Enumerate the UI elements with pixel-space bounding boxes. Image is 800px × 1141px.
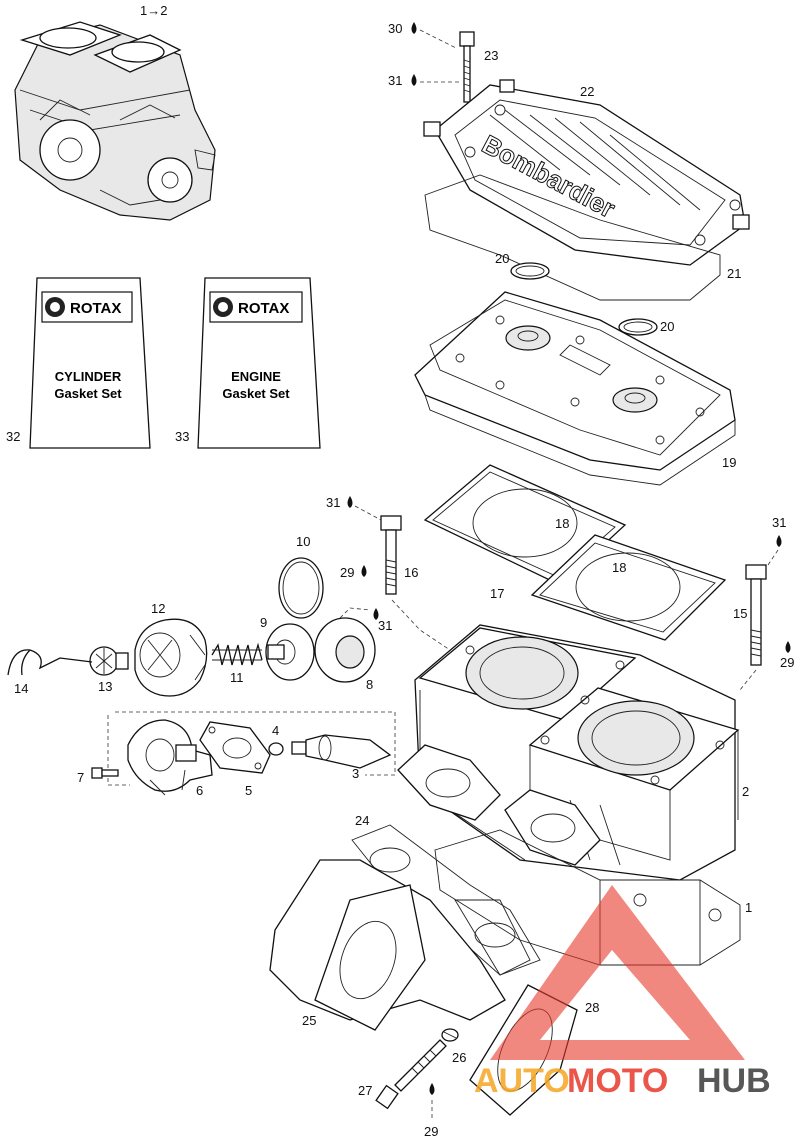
- o-ring-10: [278, 557, 324, 619]
- callout-29c: 29: [424, 1124, 438, 1139]
- callout-22: 22: [580, 84, 594, 99]
- callout-29a: 29: [340, 565, 354, 580]
- callout-11: 11: [230, 670, 244, 685]
- lubricant-drop-icon: [373, 608, 379, 620]
- head-cover-gasket-21: [424, 174, 721, 301]
- callout-31b: 31: [326, 495, 340, 510]
- callout-21: 21: [727, 266, 741, 281]
- callout-28: 28: [585, 1000, 599, 1015]
- ref-label-1-2: 1→2: [140, 3, 167, 18]
- valve-cover-12: [134, 618, 208, 697]
- cylinder-gasket-kit: ROTAX CYLINDER Gasket Set: [29, 277, 151, 449]
- lubricant-drop-icon: [411, 74, 417, 86]
- callout-32: 32: [6, 429, 20, 444]
- cylinder-bolt-15: [745, 564, 767, 666]
- lubricant-drop-icon: [347, 496, 353, 508]
- callout-26: 26: [452, 1050, 466, 1065]
- callout-20b: 20: [660, 319, 674, 334]
- callout-18b: 18: [612, 560, 626, 575]
- head-bolt-23: [459, 31, 475, 103]
- cylinder-kit-title: CYLINDER: [55, 369, 122, 384]
- wire-clip-14: [7, 649, 93, 676]
- spring-11: [211, 642, 263, 666]
- callout-27: 27: [358, 1083, 372, 1098]
- callout-6: 6: [196, 783, 203, 798]
- callout-29b: 29: [780, 655, 794, 670]
- exhaust-manifold-25: [269, 859, 531, 1031]
- fitting-3: [291, 734, 392, 769]
- cylinder-block-2: [397, 624, 740, 881]
- engine-kit-brand: ROTAX: [238, 300, 289, 317]
- callout-13: 13: [98, 679, 112, 694]
- callout-7: 7: [77, 770, 84, 785]
- callout-31d: 31: [378, 618, 392, 633]
- engine-overview-illustration: [14, 21, 216, 221]
- watermark-hub: HUB: [697, 1062, 771, 1100]
- lubricant-drop-icon: [361, 565, 367, 577]
- cylinder-bolt-16: [380, 515, 402, 595]
- callout-31c: 31: [772, 515, 786, 530]
- cylinder-head-19: [414, 291, 736, 486]
- lubricant-drop-icon: [411, 22, 417, 34]
- watermark-triangle-logo: [490, 885, 745, 1060]
- callout-33: 33: [175, 429, 189, 444]
- callout-4: 4: [272, 723, 279, 738]
- lubricant-drop-icon: [429, 1083, 435, 1095]
- screw-7: [91, 767, 119, 779]
- cylinder-kit-brand: ROTAX: [70, 300, 121, 317]
- callout-20a: 20: [495, 251, 509, 266]
- callout-18a: 18: [555, 516, 569, 531]
- o-ring-20a: [510, 262, 550, 280]
- callout-19: 19: [722, 455, 736, 470]
- callout-8: 8: [366, 677, 373, 692]
- callout-9: 9: [260, 615, 267, 630]
- callout-30: 30: [388, 21, 402, 36]
- callout-23: 23: [484, 48, 498, 63]
- valve-piston-9: [265, 623, 315, 681]
- engine-kit-title: ENGINE: [231, 369, 281, 384]
- callout-3: 3: [352, 766, 359, 781]
- valve-body-6: [127, 719, 213, 796]
- callout-14: 14: [14, 681, 28, 696]
- o-ring-4: [268, 742, 284, 756]
- cylinder-kit-subtitle: Gasket Set: [54, 386, 122, 401]
- exhaust-bolt-27: [375, 1039, 447, 1110]
- automotohub-watermark: AUTO MOTO HUB: [474, 885, 771, 1100]
- callout-31a: 31: [388, 73, 402, 88]
- lubricant-drop-icon: [785, 641, 791, 653]
- valve-gasket-5: [199, 721, 271, 774]
- watermark-moto: MOTO: [567, 1062, 668, 1100]
- lubricant-drop-icon: [776, 535, 782, 547]
- watermark-auto: AUTO: [474, 1062, 570, 1100]
- engine-kit-subtitle: Gasket Set: [222, 386, 290, 401]
- valve-housing-8: [314, 617, 376, 683]
- cap-13: [89, 646, 129, 676]
- cylinder-head-cover-22: Bombardier: [423, 79, 750, 266]
- callout-24: 24: [355, 813, 369, 828]
- callout-17: 17: [490, 586, 504, 601]
- callout-2: 2: [742, 784, 749, 799]
- head-gasket-17: [423, 464, 727, 641]
- callout-16: 16: [404, 565, 418, 580]
- engine-gasket-kit: ROTAX ENGINE Gasket Set: [197, 277, 321, 449]
- callout-15: 15: [733, 606, 747, 621]
- callout-10: 10: [296, 534, 310, 549]
- washer-26: [441, 1028, 459, 1042]
- callout-25: 25: [302, 1013, 316, 1028]
- callout-1: 1: [745, 900, 752, 915]
- callout-12: 12: [151, 601, 165, 616]
- callout-5: 5: [245, 783, 252, 798]
